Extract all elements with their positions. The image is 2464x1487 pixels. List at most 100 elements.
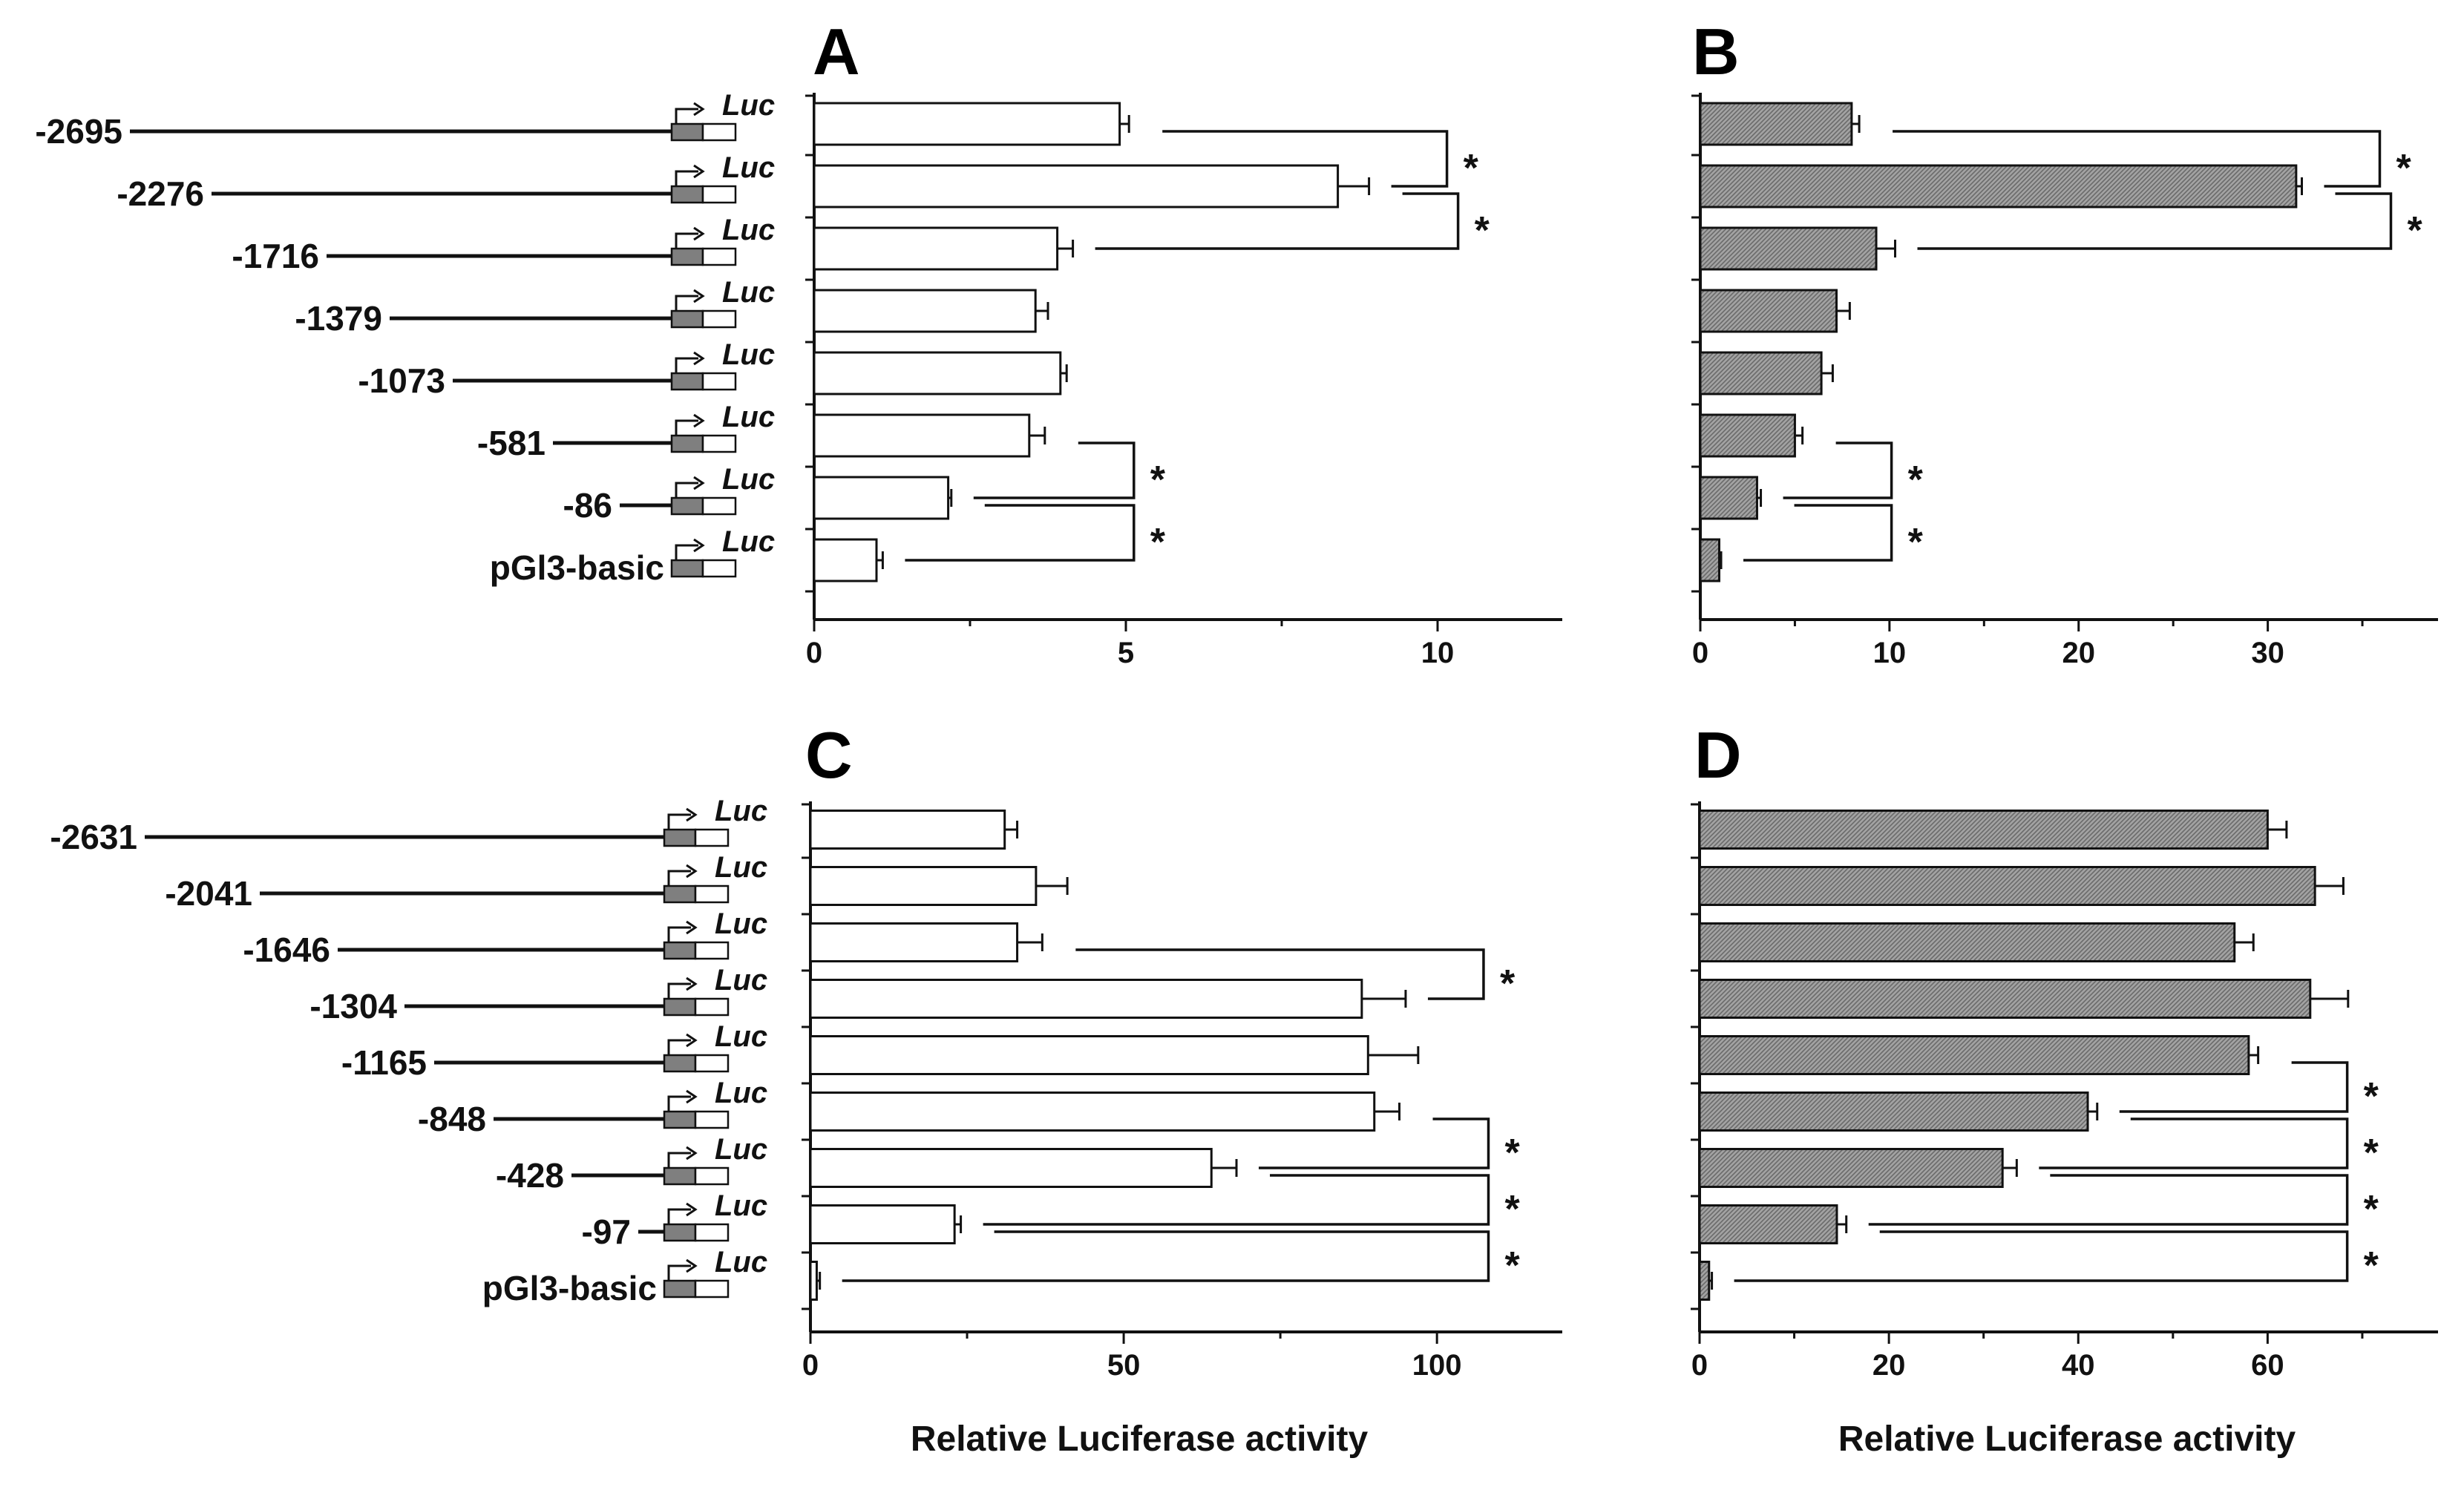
- significance-star: *: [1500, 962, 1516, 1005]
- arrow-icon: [667, 1264, 691, 1281]
- luc-label: Luc: [715, 851, 767, 884]
- promoter-block: [670, 496, 704, 516]
- bar: [809, 979, 1363, 1019]
- arrow-icon: [675, 170, 698, 186]
- luc-label: Luc: [715, 1133, 767, 1166]
- promoter-block: [663, 1110, 697, 1129]
- promoter-block: [670, 559, 704, 578]
- promoter-block: [670, 309, 704, 329]
- bar: [1699, 226, 1878, 271]
- significance-bracket: [2039, 1117, 2349, 1169]
- bar: [1698, 866, 2316, 906]
- significance-star: *: [1475, 209, 1490, 252]
- luc-label: Luc: [715, 907, 767, 940]
- bar: [1699, 102, 1853, 146]
- luc-label: Luc: [715, 1077, 767, 1109]
- bar: [813, 476, 950, 520]
- luciferase-box-icon: [701, 309, 737, 329]
- arrow-icon: [667, 813, 691, 830]
- significance-bracket: [1259, 1117, 1490, 1169]
- arrow-head: [686, 807, 698, 822]
- x-tick-label: 5: [1118, 637, 1134, 669]
- promoter-block: [663, 997, 697, 1017]
- bar: [813, 164, 1340, 209]
- significance-bracket: [983, 1174, 1490, 1226]
- panel-letter: A: [813, 15, 860, 88]
- bar: [809, 1261, 818, 1301]
- bar: [1698, 1204, 1838, 1244]
- significance-bracket: [1783, 441, 1893, 499]
- luciferase-box-icon: [694, 997, 730, 1017]
- significance-star: *: [1505, 1132, 1521, 1175]
- luciferase-box-icon: [701, 434, 737, 453]
- construct-label: -1646: [243, 930, 330, 969]
- arrow-head: [693, 102, 705, 116]
- arrow-icon: [675, 544, 698, 560]
- arrow-head: [693, 164, 705, 179]
- arrow-head: [686, 864, 698, 879]
- significance-bracket: [905, 504, 1136, 562]
- arrow-head: [686, 1202, 698, 1217]
- construct-label: -2276: [117, 174, 204, 213]
- construct-label: -97: [582, 1212, 631, 1251]
- x-tick-label: 40: [2062, 1349, 2095, 1382]
- bar: [809, 1092, 1376, 1132]
- significance-bracket: [842, 1230, 1490, 1282]
- luciferase-box-icon: [694, 1279, 730, 1299]
- arrow-head: [686, 1089, 698, 1104]
- x-tick-label: 0: [802, 1349, 819, 1382]
- x-tick-label: 20: [1872, 1349, 1906, 1382]
- significance-star: *: [1908, 459, 1924, 502]
- bar: [809, 1204, 956, 1244]
- luciferase-box-icon: [694, 1110, 730, 1129]
- luc-label: Luc: [722, 525, 775, 558]
- luc-label: Luc: [722, 89, 775, 122]
- significance-bracket: [1095, 192, 1460, 250]
- luc-label: Luc: [722, 338, 775, 371]
- luciferase-box-icon: [701, 122, 737, 142]
- luciferase-box-icon: [701, 185, 737, 204]
- x-tick-label: 20: [2062, 637, 2095, 669]
- construct-label: -428: [496, 1156, 564, 1195]
- construct-label: -86: [563, 486, 612, 525]
- bar: [1699, 289, 1838, 333]
- arrow-icon: [675, 357, 698, 373]
- significance-star: *: [1150, 459, 1166, 502]
- bar: [809, 1148, 1213, 1188]
- arrow-head: [693, 289, 705, 303]
- luciferase-box-icon: [694, 941, 730, 960]
- arrow-icon: [667, 1152, 691, 1168]
- significance-star: *: [2364, 1188, 2379, 1231]
- arrow-head: [686, 1033, 698, 1048]
- significance-star: *: [1150, 521, 1166, 564]
- significance-bracket: [1917, 192, 2393, 250]
- arrow-icon: [675, 108, 698, 124]
- promoter-block: [670, 434, 704, 453]
- construct-label: pGl3-basic: [490, 548, 664, 587]
- luc-label: Luc: [715, 964, 767, 997]
- x-tick-label: 60: [2251, 1349, 2284, 1382]
- luciferase-box-icon: [701, 372, 737, 391]
- luc-label: Luc: [715, 795, 767, 827]
- x-axis-label: Relative Luciferase activity: [1838, 1419, 2296, 1459]
- promoter-block: [663, 884, 697, 904]
- x-tick-label: 10: [1873, 637, 1907, 669]
- arrow-head: [693, 476, 705, 490]
- bar: [1698, 1092, 2089, 1132]
- luciferase-box-icon: [694, 1166, 730, 1186]
- significance-bracket: [1893, 130, 2382, 188]
- significance-star: *: [2396, 147, 2411, 190]
- x-axis-label: Relative Luciferase activity: [911, 1419, 1369, 1459]
- arrow-icon: [667, 926, 691, 942]
- x-tick-label: 0: [1692, 637, 1708, 669]
- bar: [1698, 922, 2236, 962]
- promoter-block: [670, 185, 704, 204]
- significance-star: *: [2407, 209, 2422, 252]
- luc-label: Luc: [722, 463, 775, 496]
- promoter-block: [670, 372, 704, 391]
- luc-label: Luc: [715, 1189, 767, 1222]
- promoter-block: [663, 1054, 697, 1073]
